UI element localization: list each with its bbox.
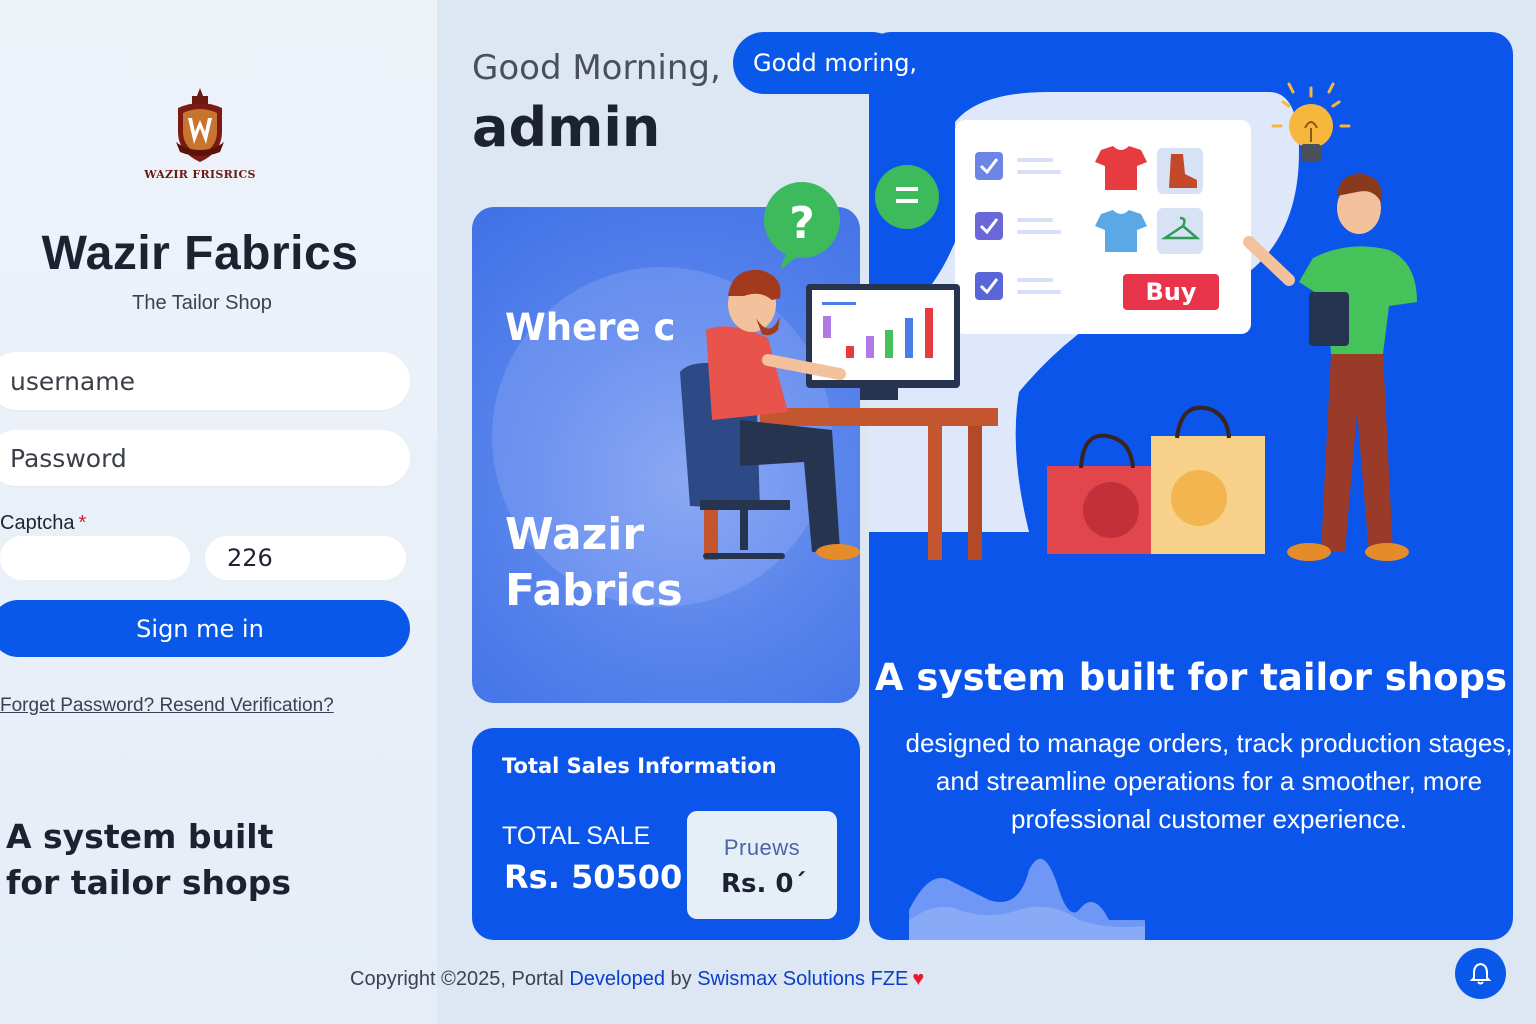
notification-button[interactable] [1455, 948, 1506, 999]
captcha-input[interactable] [0, 536, 190, 580]
tshirt-icon [1095, 146, 1147, 190]
captcha-label: Captcha* [0, 512, 86, 535]
greeting-username: admin [472, 96, 661, 159]
footer: Copyright ©2025, Portal Developed by Swi… [350, 968, 924, 991]
hero-title: A system built for tailor shops [874, 656, 1508, 699]
feature-image-card: Where craftsmanship meets seamless Wazir… [472, 207, 860, 703]
username-input[interactable] [0, 352, 410, 410]
password-input[interactable] [0, 430, 410, 486]
lightbulb-icon [1271, 82, 1351, 162]
previous-sale-value: Rs. 0´ [721, 869, 807, 899]
footer-by: by [670, 968, 692, 990]
hero-description: designed to manage orders, track product… [905, 728, 1513, 834]
previous-sale-box: Pruews Rs. 0´ [687, 811, 837, 919]
heart-icon: ♥ [912, 968, 925, 990]
person-standing [1243, 173, 1417, 561]
boot-icon [1169, 154, 1197, 188]
logo-text: WAZIR FRISRICS [144, 168, 256, 181]
forgot-password-link[interactable]: Forget Password? Resend Verification? [0, 695, 334, 716]
brand-subtitle: The Tailor Shop [132, 292, 272, 314]
captcha-code: 226 [205, 536, 406, 580]
sign-in-button[interactable]: Sign me in [0, 600, 410, 657]
footer-developed-link[interactable]: Developed [569, 968, 665, 990]
previous-sale-label: Pruews [723, 835, 801, 860]
footer-company-link[interactable]: Swismax Solutions FZE [697, 968, 909, 990]
footer-copyright: Copyright ©2025, Portal [350, 968, 564, 990]
greeting-bubble: Godd moring, [733, 32, 917, 94]
greeting-text: Good Morning, [472, 48, 721, 88]
sales-card: Total Sales Information TOTAL SALE Rs. 5… [472, 728, 860, 940]
card-brand: Wazir Fabrics [505, 509, 683, 616]
required-marker: * [78, 512, 87, 534]
bell-icon [1469, 962, 1492, 985]
left-tagline: A system built for tailor shops [6, 817, 291, 902]
hero-card: Buy [869, 32, 1513, 940]
card-quote: Where craftsmanship meets seamless [505, 306, 675, 349]
login-panel: WAZIR FRISRICS Wazir Fabrics The Tailor … [0, 0, 437, 1024]
captcha-label-text: Captcha [0, 512, 75, 534]
hero-wave-chart [909, 858, 1145, 940]
hanger-icon [1160, 216, 1201, 240]
total-sale-value: Rs. 50500 [504, 858, 683, 896]
sales-card-title: Total Sales Information [502, 754, 777, 778]
brand-title: Wazir Fabrics [41, 227, 359, 280]
logo-crest-icon [176, 88, 224, 162]
buy-button-label: Buy [1145, 278, 1196, 306]
shopping-bag-icon [1047, 405, 1265, 554]
checkbox-icon [975, 152, 1003, 300]
brand-logo: WAZIR FRISRICS [140, 86, 260, 181]
hero-illustration: Buy [869, 82, 1417, 561]
total-sale-label: TOTAL SALE [502, 822, 651, 850]
